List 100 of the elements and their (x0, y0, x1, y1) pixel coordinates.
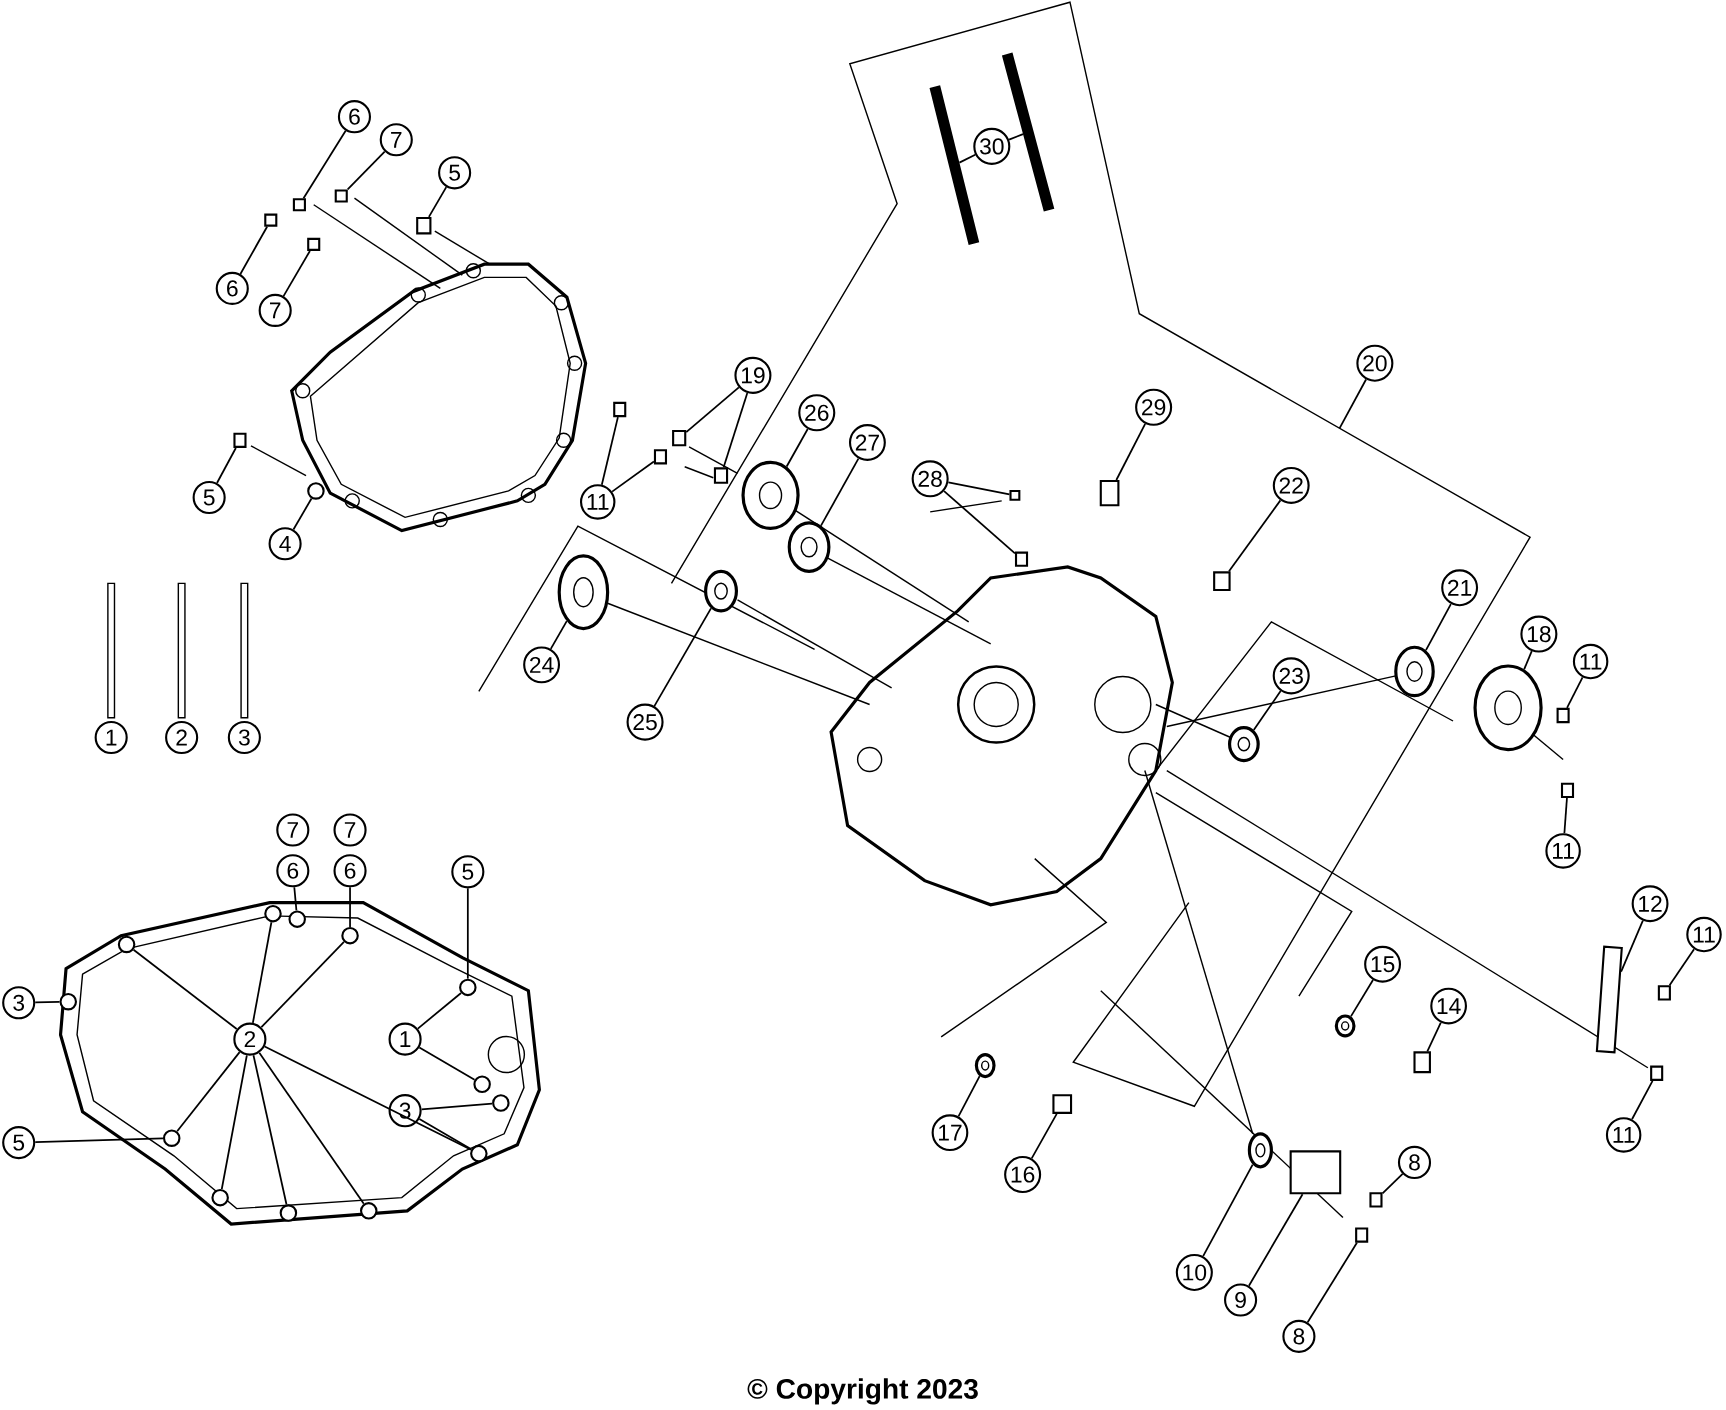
screw (1369, 1192, 1383, 1208)
callout-number: 29 (1135, 388, 1173, 426)
leader-line (418, 1046, 476, 1081)
callout-number: 11 (1545, 833, 1581, 869)
callout-number: 2 (233, 1022, 267, 1056)
leader-line (600, 416, 619, 486)
callout-number: 20 (1356, 344, 1394, 382)
leader-line (466, 887, 469, 980)
leader-line (1668, 948, 1695, 987)
callout-number: 7 (379, 123, 413, 157)
leader-line (417, 992, 462, 1030)
callout-number: 4 (268, 527, 302, 561)
bracket (1595, 945, 1623, 1054)
callout-number: 1 (388, 1022, 422, 1056)
callout-number: 5 (438, 156, 472, 190)
bolt-hole (59, 992, 77, 1011)
leader-line (1306, 1241, 1358, 1324)
bolt-hole (470, 1144, 488, 1163)
leader-line (34, 1001, 61, 1004)
leader-line (722, 392, 749, 469)
callout-number: 6 (215, 271, 249, 305)
screw (1355, 1227, 1369, 1243)
bearing (741, 460, 800, 530)
leader-line (176, 1051, 241, 1133)
callout-number: 1 (94, 720, 128, 755)
bolt (1413, 1051, 1431, 1074)
leader-line (428, 186, 448, 218)
leader-line (216, 447, 237, 484)
callout-number: 9 (1224, 1283, 1258, 1317)
nut (264, 213, 278, 227)
leader-line (258, 1051, 365, 1205)
leader-line (239, 225, 268, 275)
callout-number: 11 (1605, 1117, 1642, 1153)
plug (1052, 1094, 1073, 1114)
leader-line (820, 457, 860, 527)
callout-number: 7 (258, 293, 292, 327)
seal-ring (974, 1052, 996, 1079)
screw (1560, 782, 1575, 798)
callout-number: 11 (1572, 643, 1609, 680)
leader-line (1115, 422, 1147, 481)
leader-line (1381, 1173, 1404, 1195)
callout-number: 16 (1004, 1155, 1042, 1194)
callout-number: 27 (848, 424, 886, 461)
oil-seal (704, 569, 738, 613)
leader-line (1563, 797, 1568, 835)
screw (1556, 707, 1570, 724)
callout-number: 30 (973, 127, 1011, 165)
leader-line (420, 1102, 493, 1111)
leader-line (785, 428, 809, 468)
screw (1650, 1065, 1664, 1081)
dowel-pin (713, 467, 729, 484)
leader-line (947, 481, 1011, 496)
callout-number: 11 (580, 484, 616, 520)
leader-line (1338, 378, 1367, 430)
screw (1657, 985, 1671, 1001)
leader-line (1631, 1080, 1654, 1121)
callout-number: 6 (276, 854, 310, 888)
callout-number: 8 (1397, 1145, 1432, 1179)
copyright-caption: © Copyright 2023 (747, 1378, 978, 1405)
leader-line (611, 460, 655, 493)
callout-number: 7 (276, 813, 310, 847)
leader-line (34, 1137, 164, 1143)
bolt-hole (459, 978, 477, 997)
leader-line (1248, 1193, 1304, 1287)
callout-number: 5 (451, 855, 485, 889)
dowel-pin (672, 429, 687, 447)
fitting (1099, 479, 1120, 507)
nut (307, 237, 321, 251)
callout-number: 6 (333, 854, 367, 888)
leader-line (292, 497, 313, 531)
bolt-hole (360, 1202, 378, 1220)
bolt-hole (492, 1094, 510, 1112)
callout-number: 23 (1272, 657, 1310, 695)
leader-line (293, 886, 298, 912)
leader-line (132, 948, 238, 1030)
leader-line (943, 490, 1016, 555)
leader-line (1030, 1113, 1058, 1160)
bolt-hole (279, 1204, 298, 1222)
leader-line (252, 921, 273, 1024)
nut (334, 189, 348, 203)
leader-line (349, 886, 351, 928)
callout-number: 25 (626, 703, 664, 741)
callout-number: 2 (165, 720, 199, 755)
leader-line (549, 620, 568, 650)
leader-line (282, 250, 311, 297)
leader-line (263, 1045, 472, 1151)
o-ring (1247, 1132, 1273, 1169)
leader-line (1008, 133, 1024, 141)
callout-number: 12 (1631, 885, 1669, 923)
leader-line (1252, 690, 1282, 731)
bolt-hole (288, 910, 306, 928)
leader-line (1523, 650, 1533, 671)
callout-number: 8 (1282, 1319, 1316, 1353)
leader-line (1426, 1021, 1442, 1053)
callout-number: 19 (734, 356, 772, 394)
plug (1009, 489, 1021, 501)
bolt-hole (264, 904, 282, 923)
bearing (787, 521, 831, 573)
leader-line (1202, 1163, 1254, 1258)
washer (1334, 1014, 1356, 1038)
